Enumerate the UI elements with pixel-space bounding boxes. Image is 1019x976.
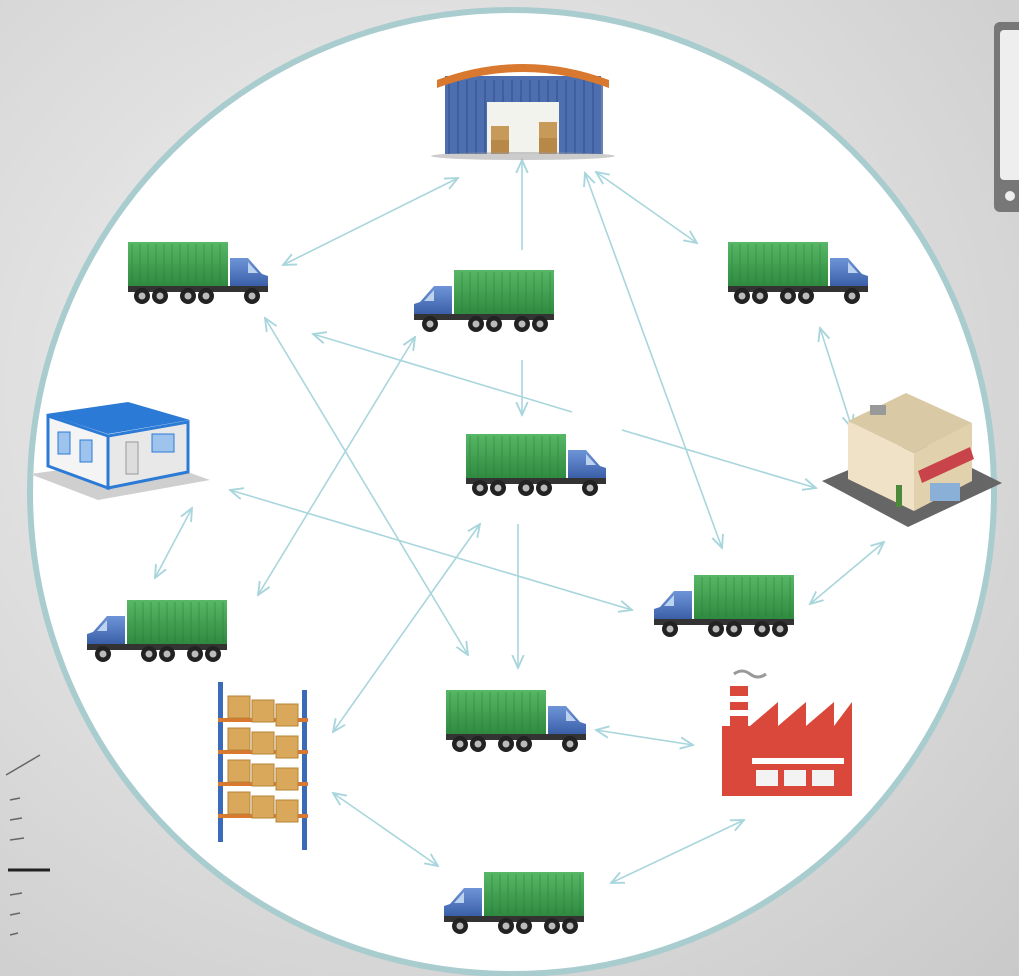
truck-node-truck-5 — [87, 600, 227, 662]
truck-icon — [654, 575, 794, 637]
warehouse-node-warehouse — [431, 64, 615, 160]
truck-node-truck-1 — [128, 242, 268, 304]
truck-icon — [87, 600, 227, 662]
truck-node-truck-6 — [654, 575, 794, 637]
truck-icon — [128, 242, 268, 304]
edge-truck_4-to-storage_rack — [333, 524, 480, 732]
truck-icon — [728, 242, 868, 304]
edge-warehouse-to-truck_6 — [585, 173, 722, 548]
storage-rack-node-storage-rack — [218, 682, 308, 850]
truck-node-truck-7 — [446, 690, 586, 752]
edge-truck_4-to-retail_store — [621, 429, 816, 488]
truck-node-truck-2 — [414, 270, 554, 332]
truck-node-truck-8 — [444, 872, 584, 934]
truck-icon — [446, 690, 586, 752]
edge-truck_7-to-factory — [596, 730, 693, 745]
edge-factory-to-truck_8 — [611, 820, 744, 883]
portable-office-node-portable-office — [30, 402, 210, 500]
warehouse-icon — [431, 64, 615, 160]
truck-icon — [444, 872, 584, 934]
edge-portable_office-to-truck_5 — [155, 508, 192, 578]
device-frame-fragment — [994, 22, 1019, 212]
truck-icon — [414, 270, 554, 332]
retail-store-icon — [822, 393, 1002, 527]
truck-icon — [466, 434, 606, 496]
retail-store-node-retail-store — [822, 393, 1002, 527]
edge-retail_store-to-truck_6 — [810, 542, 884, 604]
ruler-decoration — [5, 754, 50, 936]
edge-storage_rack-to-truck_8 — [333, 793, 438, 866]
network-edges — [155, 160, 884, 883]
factory-node-factory — [722, 669, 852, 796]
edge-truck_1-to-warehouse — [283, 178, 458, 265]
edge-truck_3-to-retail_store — [820, 328, 852, 428]
truck-node-truck-4 — [466, 434, 606, 496]
storage-rack-icon — [218, 682, 308, 850]
factory-icon — [722, 669, 852, 796]
truck-node-truck-3 — [728, 242, 868, 304]
portable-office-icon — [30, 402, 210, 500]
network-nodes — [30, 64, 1002, 934]
